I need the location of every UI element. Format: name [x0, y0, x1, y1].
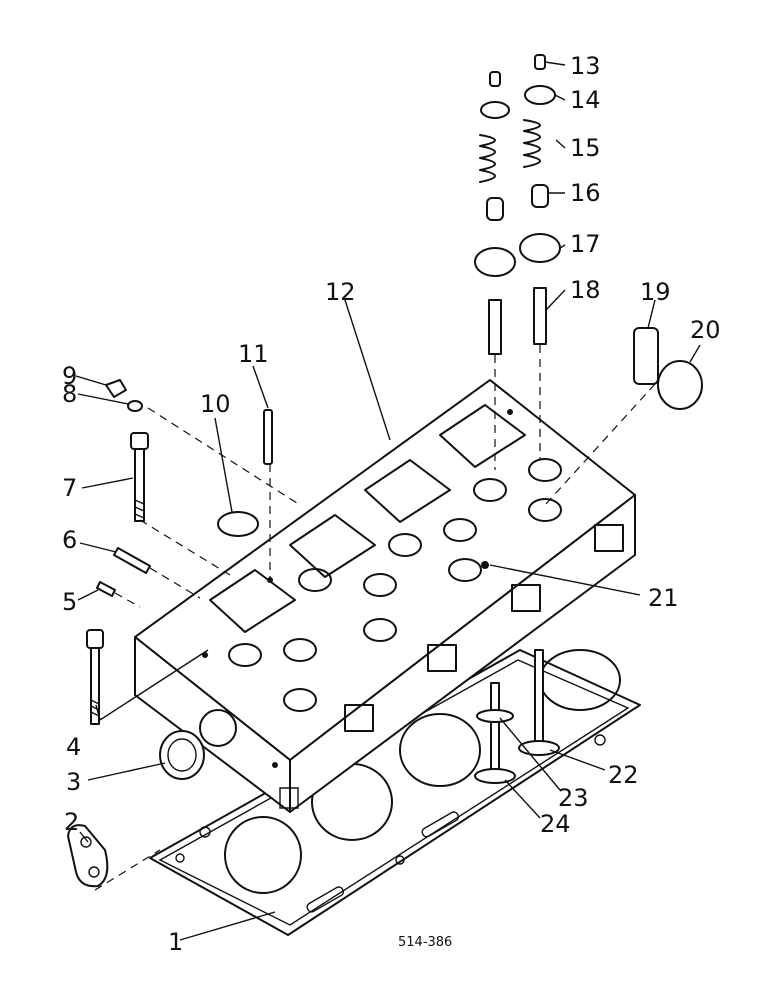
part-9-plug	[105, 379, 127, 398]
callout-19: 19	[640, 278, 671, 306]
callout-15: 15	[570, 134, 601, 162]
part-4-bolt	[86, 629, 104, 725]
callout-20: 20	[690, 316, 721, 344]
part-8-washer	[127, 400, 143, 412]
valve-train-left	[474, 71, 516, 355]
callout-24: 24	[540, 810, 571, 838]
leader-lines	[75, 61, 701, 941]
callout-14: 14	[570, 86, 601, 114]
callout-8: 8	[62, 380, 77, 408]
callout-6: 6	[62, 526, 77, 554]
part-24-valve	[474, 682, 516, 784]
callout-12: 12	[325, 278, 356, 306]
callout-17: 17	[570, 230, 601, 258]
part-10-plug	[217, 511, 259, 537]
callout-3: 3	[66, 768, 81, 796]
callout-18: 18	[570, 276, 601, 304]
callout-4: 4	[66, 733, 81, 761]
callout-10: 10	[200, 390, 231, 418]
callout-5: 5	[62, 588, 77, 616]
part-19-tube	[633, 327, 659, 385]
callout-1: 1	[168, 928, 183, 956]
alignment-lines	[94, 345, 656, 891]
callout-22: 22	[608, 761, 639, 789]
part-20-cap	[657, 360, 703, 410]
callout-23: 23	[558, 784, 589, 812]
callout-13: 13	[570, 52, 601, 80]
callout-9: 9	[62, 362, 77, 390]
callout-11: 11	[238, 340, 269, 368]
part-2-plate	[67, 824, 109, 888]
callout-labels: 1 2 3 4 5 6 7 8 9 10 11 12 13 14 15 16 1…	[62, 52, 721, 956]
callout-21: 21	[648, 584, 679, 612]
cylinder-head	[134, 379, 636, 813]
part-5-stud	[96, 581, 116, 597]
callout-2: 2	[64, 808, 79, 836]
part-11-stud	[263, 409, 273, 465]
part-7-bolt	[130, 432, 149, 522]
drawing-reference: 514-386	[398, 935, 452, 950]
part-22-valve	[518, 649, 560, 756]
part-23-seal	[476, 709, 514, 723]
part-3-plug	[159, 730, 205, 780]
callout-7: 7	[62, 474, 77, 502]
valve-train-right	[519, 54, 561, 345]
part-6-stud	[113, 547, 151, 574]
callout-16: 16	[570, 179, 601, 207]
